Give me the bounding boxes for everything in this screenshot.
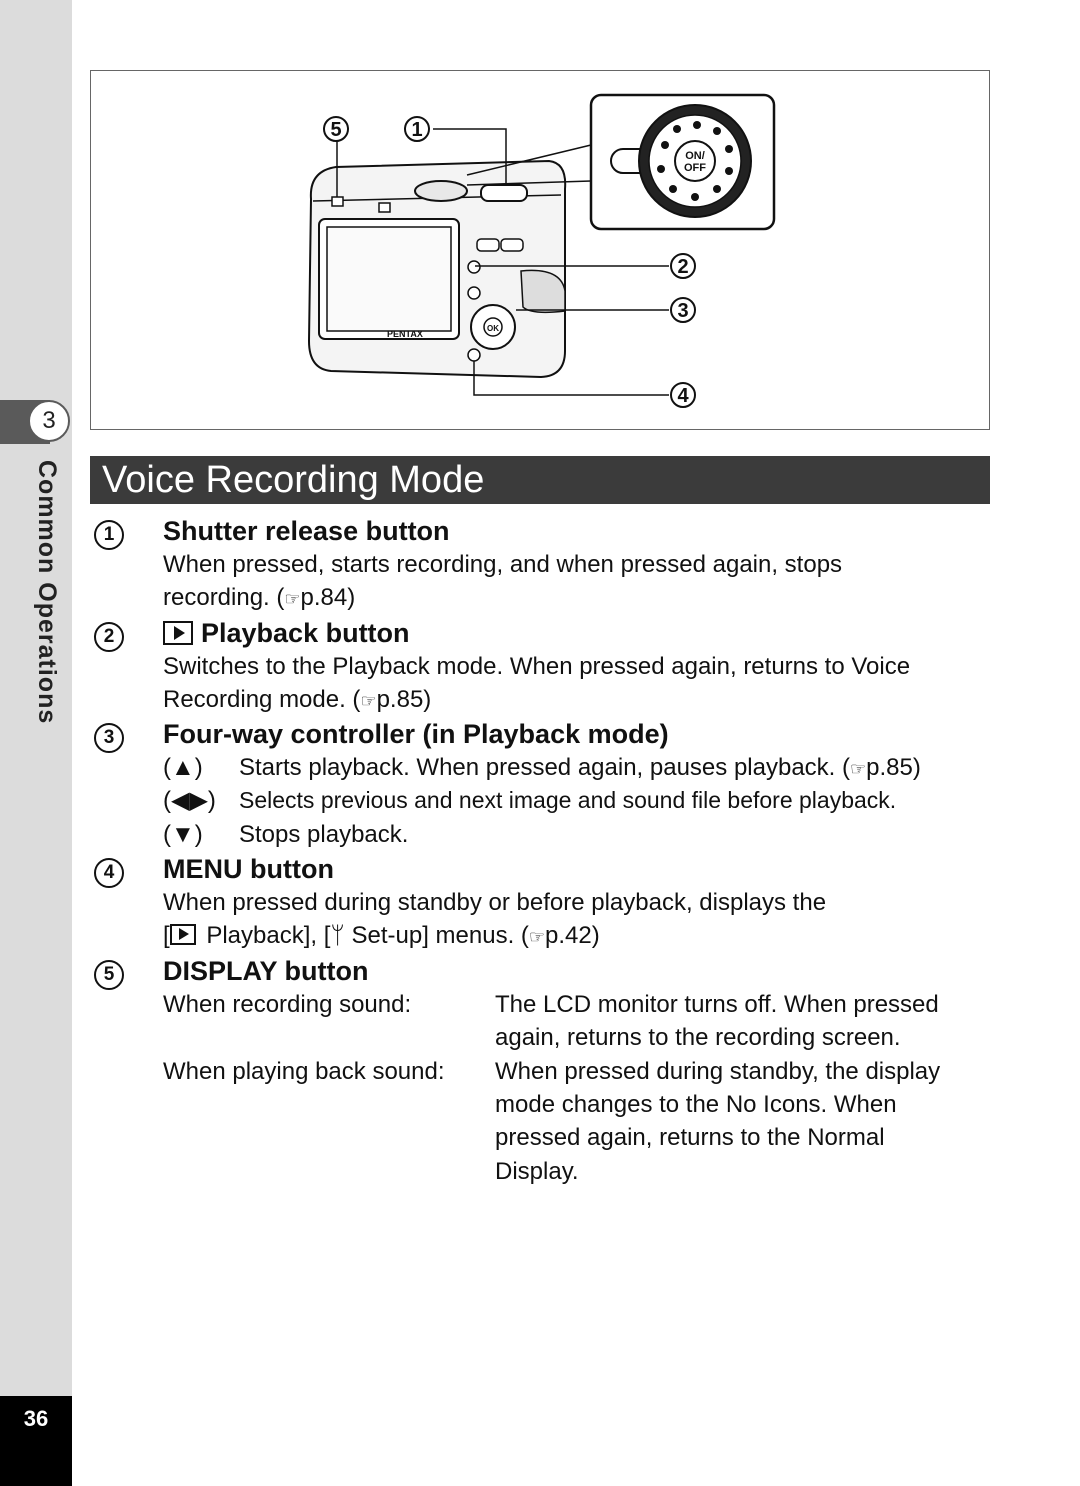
item-description: When pressed, starts recording, and when…: [163, 551, 843, 578]
chapter-sidebar: [0, 0, 72, 1486]
callout-3: 3: [677, 300, 688, 322]
page-ref-icon: ☞: [850, 759, 867, 779]
chapter-tab: 3: [0, 400, 72, 444]
item-number: 2: [94, 622, 124, 652]
camera-figure: PENTAX OK 5 1 2 3: [90, 70, 990, 430]
item-number: 5: [94, 960, 124, 990]
callout-1-circle: [404, 116, 430, 142]
item-description: [ Playback], [ᛘ Set-up] menus. (☞p.42): [163, 922, 600, 949]
recording-sound-text: The LCD monitor turns off. When pressed: [495, 991, 939, 1018]
brand-label: PENTAX: [387, 329, 423, 339]
item-description: When pressed during standby or before pl…: [163, 889, 827, 916]
item-title: Four-way controller (in Playback mode): [163, 719, 669, 749]
item-title: DISPLAY button: [163, 956, 369, 986]
chapter-title: Common Operations: [33, 460, 61, 725]
callout-3-circle: [670, 297, 696, 323]
playing-sound-label: When playing back sound:: [163, 1058, 445, 1085]
item-title: MENU button: [163, 854, 334, 884]
page-number-box: [0, 1396, 72, 1486]
callout-lines: [336, 128, 669, 396]
shutter-button: [480, 184, 528, 202]
flash-button: [378, 202, 391, 213]
playback-icon: [169, 924, 196, 945]
mode-dial: [414, 180, 468, 202]
callout-numbers: 5 1 2 3 4: [323, 116, 696, 408]
arrow-up-description: Starts playback. When pressed again, pau…: [239, 754, 921, 781]
recording-sound-label: When recording sound:: [163, 991, 412, 1018]
ok-button: [483, 317, 503, 337]
callout-1: 1: [411, 119, 422, 141]
zoom-button-t: [500, 238, 524, 252]
callout-4: 4: [677, 385, 689, 407]
page-ref-icon: ☞: [284, 589, 301, 609]
item-description: Recording mode. (☞p.85): [163, 686, 432, 713]
green-button: [467, 286, 481, 300]
playback-button: [467, 260, 481, 274]
page-ref-icon: ☞: [528, 927, 546, 947]
item-title: Shutter release button: [163, 516, 450, 546]
arrow-down-description: Stops playback.: [239, 821, 409, 848]
page-ref-icon: ☞: [360, 691, 377, 711]
page-number: 36: [23, 1406, 49, 1431]
arrow-left-right-description: Selects previous and next image and soun…: [239, 787, 897, 813]
playing-sound-text: mode changes to the No Icons. When: [495, 1091, 897, 1118]
recording-sound-text: again, returns to the recording screen.: [495, 1024, 901, 1051]
setup-icon: ᛘ: [330, 922, 345, 949]
zoom-button-w: [476, 238, 500, 252]
item-number: 3: [94, 723, 124, 753]
dial-zoom: ON/ OFF: [610, 104, 752, 218]
playback-icon: [163, 621, 193, 645]
callout-4-circle: [670, 382, 696, 408]
item-description: Switches to the Playback mode. When pres…: [163, 653, 911, 680]
dial-on-label: ON/: [685, 150, 705, 162]
svg-text:OK: OK: [487, 324, 499, 333]
callout-2-circle: [670, 253, 696, 279]
item-number: 4: [94, 858, 124, 888]
menu-button: [467, 348, 481, 362]
lcd-screen: [326, 226, 452, 332]
callout-5: 5: [330, 119, 341, 141]
display-button: [331, 196, 344, 207]
item-description: recording. (☞p.84): [163, 584, 356, 611]
dial-off-label: OFF: [684, 162, 706, 174]
callout-5-circle: [323, 116, 349, 142]
callout-2: 2: [677, 256, 688, 278]
arrow-left-right-key: (◀▶): [163, 787, 216, 814]
section-title: Voice Recording Mode: [102, 459, 485, 501]
item-title: Playback button: [163, 618, 410, 649]
arrow-up-key: (▲): [163, 754, 203, 781]
camera-illustration: PENTAX OK 5 1 2 3: [307, 93, 776, 408]
playing-sound-text: Display.: [495, 1158, 579, 1185]
section-header: Voice Recording Mode: [90, 456, 990, 504]
playing-sound-text: pressed again, returns to the Normal: [495, 1124, 885, 1151]
chapter-number: 3: [28, 400, 70, 442]
item-number: 1: [94, 520, 124, 550]
arrow-down-key: (▼): [163, 821, 203, 848]
playing-sound-text: When pressed during standby, the display: [495, 1058, 941, 1085]
